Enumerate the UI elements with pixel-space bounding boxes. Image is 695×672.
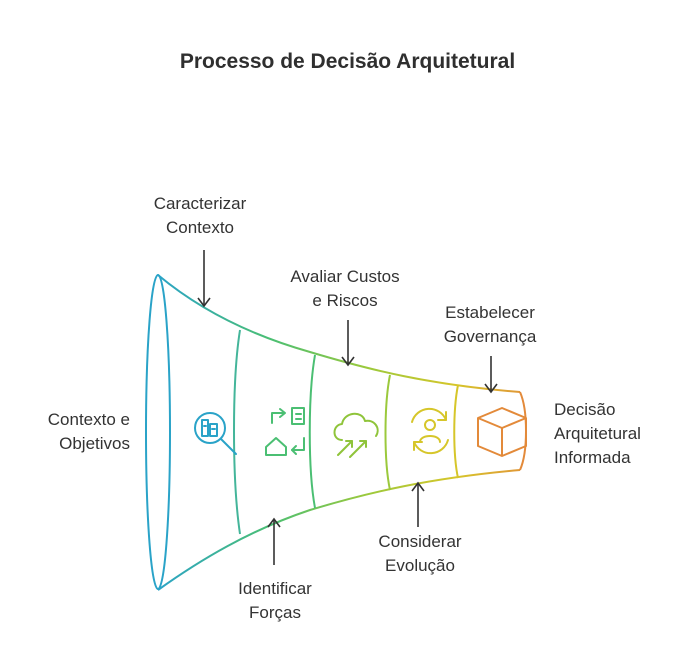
- label-line: Considerar: [378, 532, 462, 551]
- flow-arrows-icon: [265, 407, 305, 456]
- label-line: Governança: [443, 327, 537, 346]
- section-divider-2: [308, 354, 316, 509]
- label-line: Forças: [249, 603, 301, 622]
- search-document-icon: [194, 412, 237, 455]
- diagram-title: Processo de Decisão Arquitetural: [179, 50, 516, 73]
- label-line: Objetivos: [59, 434, 130, 453]
- funnel-top-edge: [157, 274, 521, 393]
- label-line: Contexto: [165, 218, 235, 237]
- arrow-considerar: [411, 481, 425, 527]
- section-divider-3: [384, 374, 391, 491]
- label-identificar-forcas: Identificar Forças: [210, 577, 340, 625]
- arrow-avaliar: [341, 320, 355, 367]
- label-avaliar-custos: Avaliar Custos e Riscos: [270, 265, 420, 313]
- label-line: Caracterizar: [153, 194, 247, 213]
- label-line: Arquitetural: [554, 424, 641, 443]
- section-divider-1: [233, 329, 241, 535]
- label-contexto-objetivos: Contexto e Objetivos: [10, 408, 130, 456]
- label-estabelecer-governanca: Estabelecer Governança: [420, 301, 560, 349]
- arrow-identificar: [267, 517, 281, 565]
- cloud-growth-icon: [333, 412, 379, 458]
- arrow-caracterizar: [197, 250, 211, 308]
- label-decisao-arquitetural: Decisão Arquitetural Informada: [554, 398, 684, 470]
- user-cycle-icon: [411, 407, 449, 455]
- label-considerar-evolucao: Considerar Evolução: [350, 530, 490, 578]
- box-icon: [477, 407, 527, 457]
- label-line: Decisão: [554, 400, 616, 419]
- label-line: Contexto e: [47, 410, 130, 429]
- section-divider-4: [453, 384, 459, 479]
- label-line: Avaliar Custos: [290, 267, 400, 286]
- label-line: Informada: [554, 448, 631, 467]
- label-line: Identificar: [238, 579, 312, 598]
- funnel-mouth: [145, 274, 171, 590]
- label-caracterizar-contexto: Caracterizar Contexto: [130, 192, 270, 240]
- label-line: e Riscos: [312, 291, 378, 310]
- arrow-estabelecer: [484, 356, 498, 394]
- label-line: Evolução: [385, 556, 455, 575]
- label-line: Estabelecer: [445, 303, 535, 322]
- funnel-bottom-edge: [157, 469, 521, 591]
